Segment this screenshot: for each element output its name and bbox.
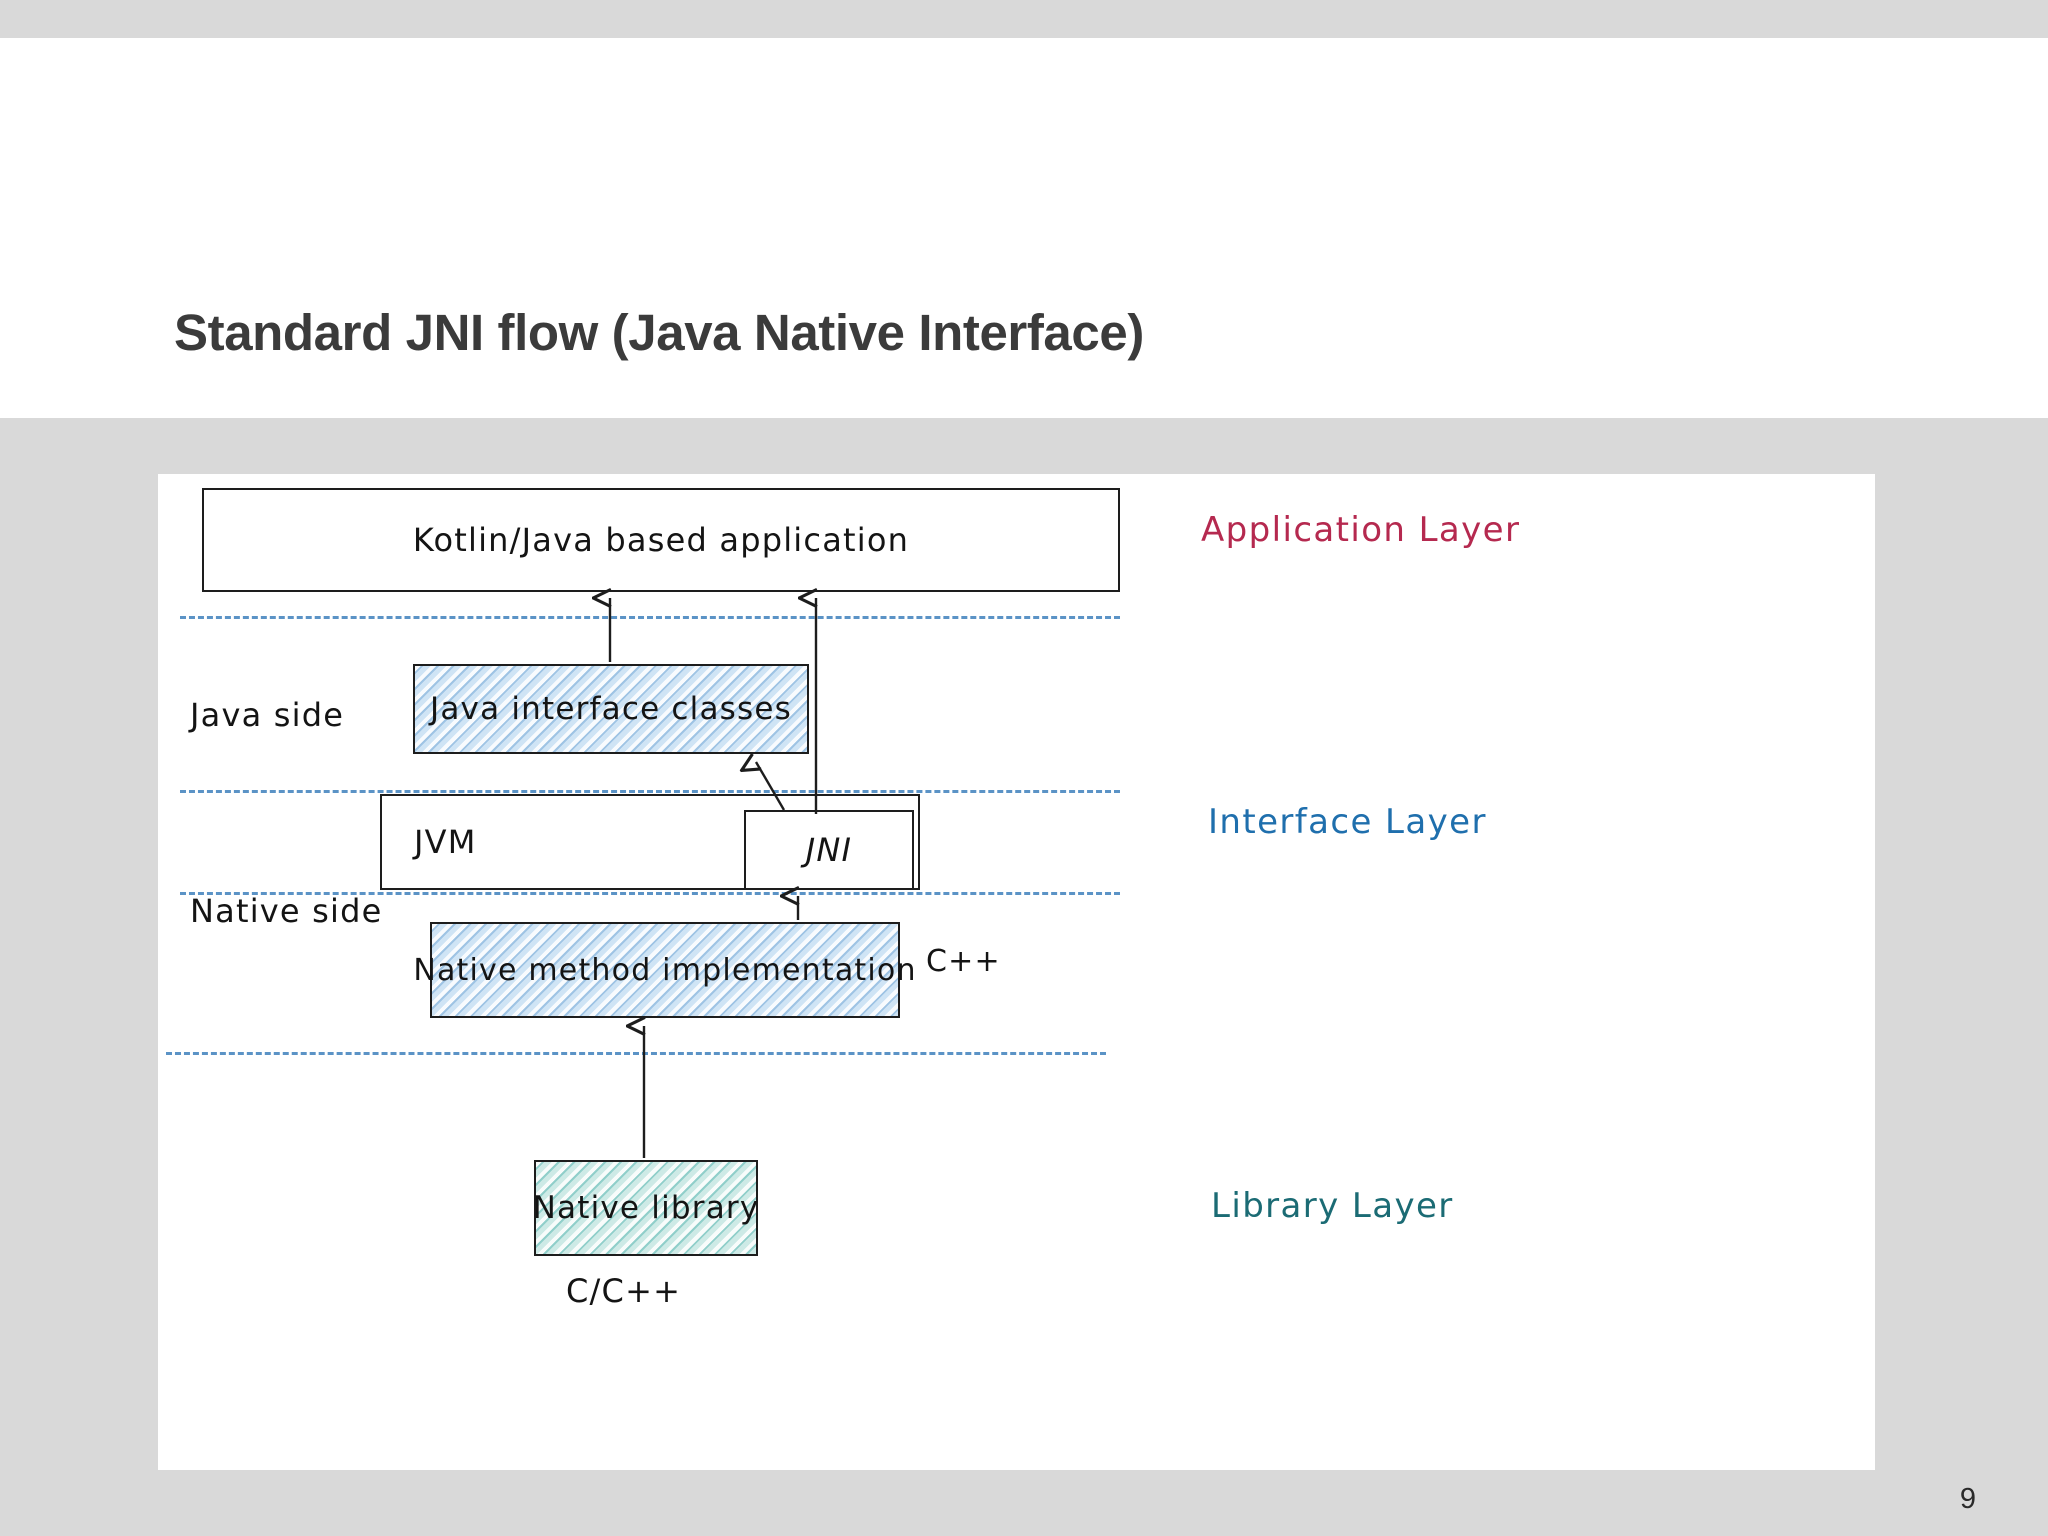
box-native-method-implementation[interactable]: Native method implementation	[413, 922, 915, 1018]
separator-javaside-interface	[180, 790, 1120, 793]
box-native-library[interactable]: Native library	[532, 1160, 760, 1256]
layer-label-library: Library Layer	[1211, 1186, 1454, 1226]
annotation-cpp: C++	[926, 944, 1001, 979]
slide-title-band: Standard JNI flow (Java Native Interface…	[0, 38, 2048, 418]
box-application[interactable]: Kotlin/Java based application	[202, 488, 1120, 592]
box-native-method-implementation-label: Native method implementation	[413, 952, 917, 988]
separator-application-interface	[180, 616, 1120, 619]
slide-top-strip	[0, 0, 2048, 38]
box-application-label: Kotlin/Java based application	[412, 521, 910, 559]
box-native-library-label: Native library	[532, 1190, 760, 1226]
separator-interface-nativeside	[180, 892, 1120, 895]
box-jvm-label: JVM	[414, 823, 477, 861]
separator-nativeside-library	[166, 1052, 1106, 1055]
annotation-c-cpp: C/C++	[566, 1272, 682, 1310]
layer-label-interface: Interface Layer	[1208, 802, 1487, 842]
page-number: 9	[1959, 1483, 1976, 1515]
label-java-side: Java side	[190, 696, 345, 734]
diagram-canvas: Kotlin/Java based application Java inter…	[158, 474, 1875, 1470]
box-jni[interactable]: JNI	[744, 810, 914, 890]
box-java-interface-classes[interactable]: Java interface classes	[413, 664, 809, 754]
layer-label-application: Application Layer	[1201, 510, 1521, 550]
label-native-side: Native side	[190, 892, 383, 930]
page-title: Standard JNI flow (Java Native Interface…	[174, 304, 1144, 361]
box-jni-label: JNI	[805, 831, 853, 869]
box-java-interface-classes-label: Java interface classes	[429, 691, 793, 727]
